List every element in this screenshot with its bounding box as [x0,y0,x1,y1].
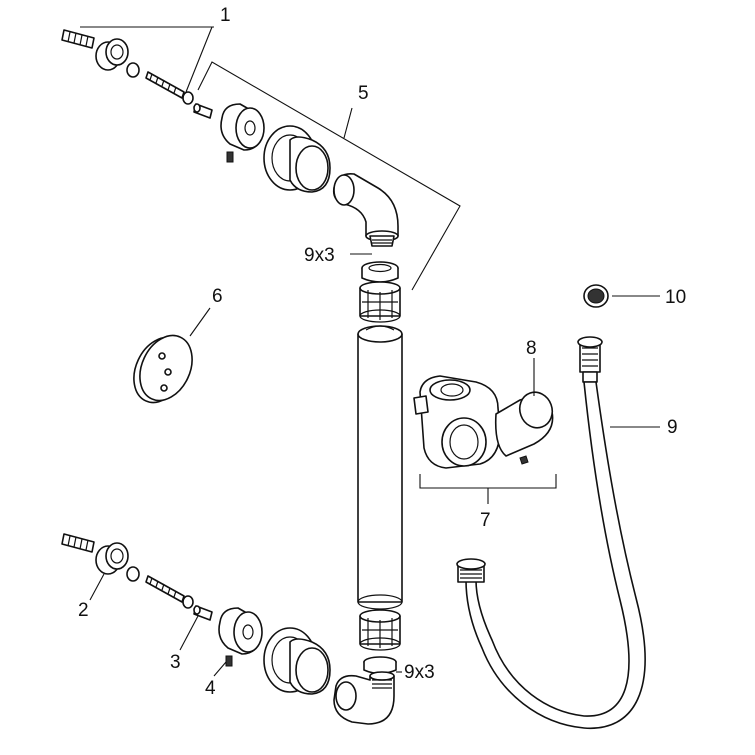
bottom-elbow-connector [333,671,395,725]
bottom-screw [145,575,194,609]
top-rosette [263,125,331,193]
label-9x3-bottom: 9x3 [404,662,435,683]
bottom-wall-bracket [218,607,263,655]
top-threaded-nipple [369,235,395,247]
top-cage-insert [359,281,401,323]
label-10: 10 [665,287,686,308]
slide-rail-group [357,261,403,675]
top-seal-ring [361,261,399,283]
top-wall-mount-group [61,29,399,247]
leader-lines [80,26,660,677]
bottom-wall-mount-group [61,533,395,725]
label-9: 9 [667,417,678,438]
label-3: 3 [170,652,181,673]
label-9x3-top: 9x3 [304,245,335,266]
part-labels: 1 5 9x3 6 8 7 9 10 2 3 4 9x3 [78,5,686,699]
top-screw [145,71,194,105]
label-7: 7 [480,510,491,531]
bottom-set-screw [193,605,213,621]
label-4: 4 [205,678,216,699]
top-wall-bracket [220,103,265,151]
label-2: 2 [78,600,89,621]
slider-holder [413,375,554,469]
cover-plate [133,334,193,404]
bottom-bushing [95,542,129,575]
bottom-cage-insert [359,609,401,651]
bottom-grub-screw [225,655,233,667]
label-1: 1 [220,5,231,26]
label-8: 8 [526,338,537,359]
top-bushing [95,38,129,71]
top-elbow-connector [332,172,399,242]
label-6: 6 [212,286,223,307]
top-grub-screw [226,151,234,163]
label-5: 5 [358,83,369,104]
top-set-screw [193,103,213,119]
bottom-rosette [263,627,331,695]
bottom-wall-plug [61,533,95,553]
screen-washer [583,284,609,308]
bottom-o-ring [126,566,140,582]
rail-tube [357,325,403,610]
top-wall-plug [61,29,95,49]
shower-hose [456,336,646,729]
bottom-seal-ring [363,656,397,675]
top-o-ring [126,62,140,78]
